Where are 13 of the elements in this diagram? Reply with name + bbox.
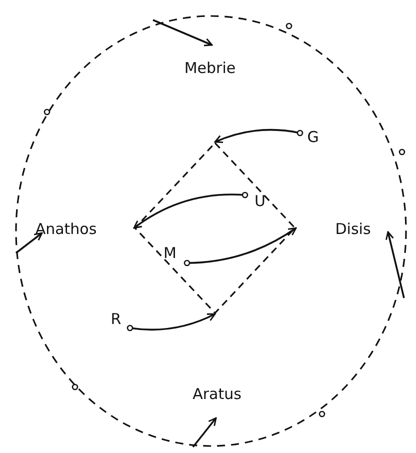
dashed-diamond [134,142,296,314]
point-label: Aratus [192,386,242,402]
point-label: G [307,128,319,146]
curved-arrow [184,227,297,266]
point-label: M [164,244,176,262]
point-label: R [110,310,122,328]
point-label: Mebrie [184,60,236,76]
curved-arrow [214,128,304,144]
point-label: U [254,192,266,210]
curved-arrow [133,192,248,229]
curved-arrow [126,313,216,332]
point-label: Anathos [35,220,97,238]
point-label: Disis [335,220,371,238]
